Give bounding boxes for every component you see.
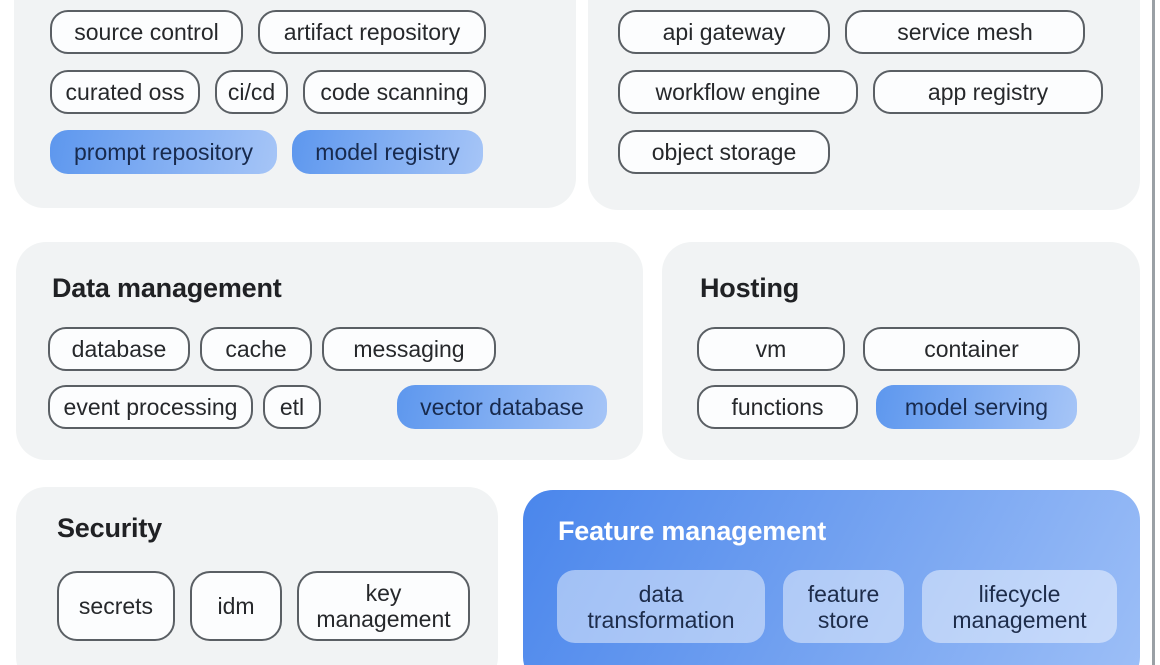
chip-model-serving: model serving bbox=[876, 385, 1077, 429]
chip-row: prompt repository model registry bbox=[50, 130, 576, 174]
card-top-right: api gateway service mesh workflow engine… bbox=[588, 0, 1140, 210]
card-security: Security secrets idm key management bbox=[16, 487, 498, 665]
chip-source-control: source control bbox=[50, 10, 243, 54]
chip-object-storage: object storage bbox=[618, 130, 830, 174]
card-top-left: source control artifact repository curat… bbox=[14, 0, 576, 208]
chip-data-transformation: data transformation bbox=[557, 570, 765, 643]
chip-service-mesh: service mesh bbox=[845, 10, 1085, 54]
chip-idm: idm bbox=[190, 571, 282, 641]
chip-row: curated oss ci/cd code scanning bbox=[50, 70, 576, 114]
card-title: Data management bbox=[52, 273, 282, 303]
chips: secrets idm key management bbox=[57, 571, 498, 641]
chip-row: secrets idm key management bbox=[57, 571, 498, 641]
chip-database: database bbox=[48, 327, 190, 371]
card-hosting: Hosting vm container functions model ser… bbox=[662, 242, 1140, 460]
chip-row: event processing etl vector database bbox=[48, 385, 643, 429]
chip-event-processing: event processing bbox=[48, 385, 253, 429]
chip-row: database cache messaging bbox=[48, 327, 643, 371]
chips: data transformation feature store lifecy… bbox=[557, 570, 1140, 643]
chip-etl: etl bbox=[263, 385, 321, 429]
chips: vm container functions model serving bbox=[697, 327, 1140, 429]
chip-row: object storage bbox=[618, 130, 1140, 174]
card-feature-management: Feature management data transformation f… bbox=[523, 490, 1140, 665]
chip-vm: vm bbox=[697, 327, 845, 371]
chip-row: source control artifact repository bbox=[50, 10, 576, 54]
chip-curated-oss: curated oss bbox=[50, 70, 200, 114]
chip-cache: cache bbox=[200, 327, 312, 371]
chip-row: workflow engine app registry bbox=[618, 70, 1140, 114]
chip-model-registry: model registry bbox=[292, 130, 483, 174]
chip-functions: functions bbox=[697, 385, 858, 429]
chip-artifact-repository: artifact repository bbox=[258, 10, 486, 54]
chip-app-registry: app registry bbox=[873, 70, 1103, 114]
chip-code-scanning: code scanning bbox=[303, 70, 486, 114]
chip-row: api gateway service mesh bbox=[618, 10, 1140, 54]
chip-key-management: key management bbox=[297, 571, 470, 641]
chip-container: container bbox=[863, 327, 1080, 371]
chip-messaging: messaging bbox=[322, 327, 496, 371]
card-data-management: Data management database cache messaging… bbox=[16, 242, 643, 460]
card-title: Hosting bbox=[700, 273, 800, 303]
chip-workflow-engine: workflow engine bbox=[618, 70, 858, 114]
chip-api-gateway: api gateway bbox=[618, 10, 830, 54]
chip-row: vm container bbox=[697, 327, 1140, 371]
page-edge-line bbox=[1152, 0, 1155, 665]
chip-lifecycle-management: lifecycle management bbox=[922, 570, 1117, 643]
chip-feature-store: feature store bbox=[783, 570, 904, 643]
chip-row: data transformation feature store lifecy… bbox=[557, 570, 1140, 643]
chip-row: functions model serving bbox=[697, 385, 1140, 429]
chip-cicd: ci/cd bbox=[215, 70, 288, 114]
chip-vector-database: vector database bbox=[397, 385, 607, 429]
card-title: Feature management bbox=[558, 516, 826, 546]
card-title: Security bbox=[57, 513, 162, 543]
chip-prompt-repository: prompt repository bbox=[50, 130, 277, 174]
chips: database cache messaging event processin… bbox=[48, 327, 643, 429]
chip-secrets: secrets bbox=[57, 571, 175, 641]
